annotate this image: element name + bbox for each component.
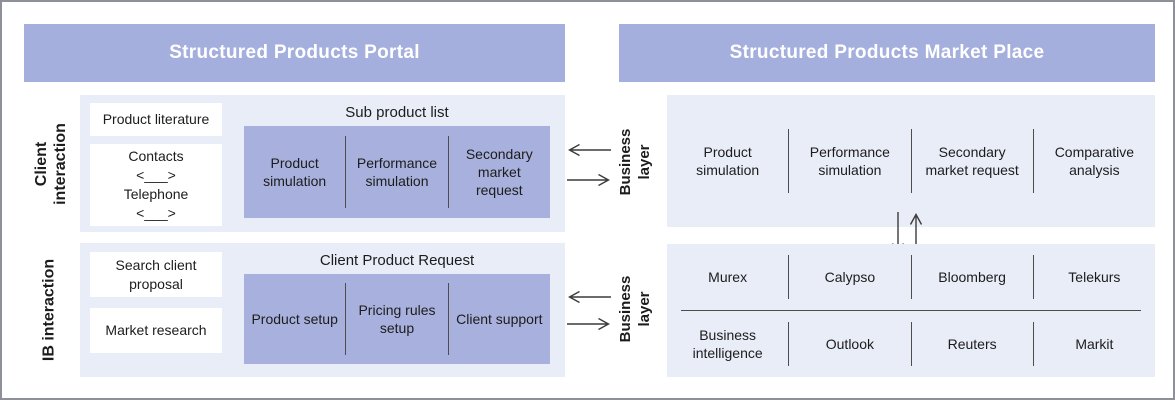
arrow-right-icon xyxy=(567,173,610,187)
divider xyxy=(1032,322,1034,366)
divider xyxy=(345,283,347,355)
client-interaction-label-line1: Client xyxy=(33,141,50,187)
telephone-line: Telephone xyxy=(123,186,189,202)
divider xyxy=(788,255,790,299)
sub-product-list-title: Sub product list xyxy=(345,104,449,121)
business-layer-label-bottom: Business layer xyxy=(616,276,654,343)
divider xyxy=(1032,255,1034,299)
cell-secondary-market-request: Secondary market request xyxy=(925,144,1019,178)
client-product-request-title: Client Product Request xyxy=(319,252,475,269)
cell-telekurs: Telekurs xyxy=(1068,269,1121,285)
divider xyxy=(788,129,790,193)
cell-murex: Murex xyxy=(708,269,748,285)
cell-client-support: Client support xyxy=(456,311,543,327)
divider xyxy=(788,322,790,366)
cell-markit: Markit xyxy=(1075,336,1114,352)
cell-business-intelligence: Business intelligence xyxy=(692,327,763,361)
divider xyxy=(447,136,449,208)
divider xyxy=(1032,129,1034,193)
systems-row-1: Murex Calypso Bloomberg Telekurs xyxy=(667,244,1155,310)
cell-product-simulation: Product simulation xyxy=(263,155,327,189)
divider xyxy=(910,322,912,366)
product-literature-label: Product literature xyxy=(102,111,210,127)
marketplace-functions-row: Product simulation Performance simulatio… xyxy=(667,95,1155,227)
divider xyxy=(910,255,912,299)
ib-interaction-label: IB interaction xyxy=(40,259,59,361)
systems-row-2: Business intelligence Outlook Reuters Ma… xyxy=(667,311,1155,377)
search-client-proposal-label: Search client proposal xyxy=(115,256,197,292)
marketplace-functions-panel: Product simulation Performance simulatio… xyxy=(667,95,1155,227)
market-research-label: Market research xyxy=(105,322,207,338)
divider xyxy=(447,283,449,355)
cell-outlook: Outlook xyxy=(825,336,874,352)
ib-interaction-label-text: IB interaction xyxy=(40,258,58,362)
cell-comparative-analysis: Comparative analysis xyxy=(1054,144,1135,178)
contacts-line: Contacts xyxy=(128,148,184,164)
cell-bloomberg: Bloomberg xyxy=(938,269,1006,285)
sub-product-list-box: Product simulation Performance simulatio… xyxy=(244,126,550,218)
contacts-placeholder: <___> xyxy=(136,167,176,183)
arrow-right-icon xyxy=(567,317,610,331)
contacts-telephone-box: Contacts <___> Telephone <___> xyxy=(90,144,222,226)
telephone-placeholder: <___> xyxy=(136,205,176,221)
portal-header: Structured Products Portal xyxy=(24,24,565,82)
divider xyxy=(910,129,912,193)
cell-calypso: Calypso xyxy=(824,269,876,285)
business-layer-top-line2: layer xyxy=(636,144,653,180)
market-research-box: Market research xyxy=(90,308,222,353)
search-client-proposal-box: Search client proposal xyxy=(90,252,222,297)
client-product-request-box: Product setup Pricing rules setup Client… xyxy=(244,274,550,364)
business-layer-bottom-line2: layer xyxy=(636,291,653,327)
business-layer-bottom-line1: Business xyxy=(617,275,634,343)
systems-row-separator xyxy=(681,310,1141,311)
marketplace-header: Structured Products Market Place xyxy=(619,24,1155,82)
cell-performance-simulation: Performance simulation xyxy=(356,155,438,189)
business-layer-top-line1: Business xyxy=(617,128,634,196)
divider xyxy=(345,136,347,208)
cell-pricing-rules-setup: Pricing rules setup xyxy=(358,302,436,336)
client-interaction-label-line2: interaction xyxy=(52,123,69,205)
cell-secondary-market-request: Secondary market request xyxy=(465,146,533,198)
business-layer-label-top: Business layer xyxy=(616,129,654,196)
cell-product-setup: Product setup xyxy=(251,311,338,327)
cell-performance-simulation: Performance simulation xyxy=(809,144,890,178)
client-interaction-label: Client interaction xyxy=(32,123,70,205)
product-literature-box: Product literature xyxy=(90,103,222,136)
arrow-left-icon xyxy=(568,143,611,157)
cell-product-simulation: Product simulation xyxy=(696,144,760,178)
cell-reuters: Reuters xyxy=(947,336,997,352)
arrow-left-icon xyxy=(568,290,611,304)
